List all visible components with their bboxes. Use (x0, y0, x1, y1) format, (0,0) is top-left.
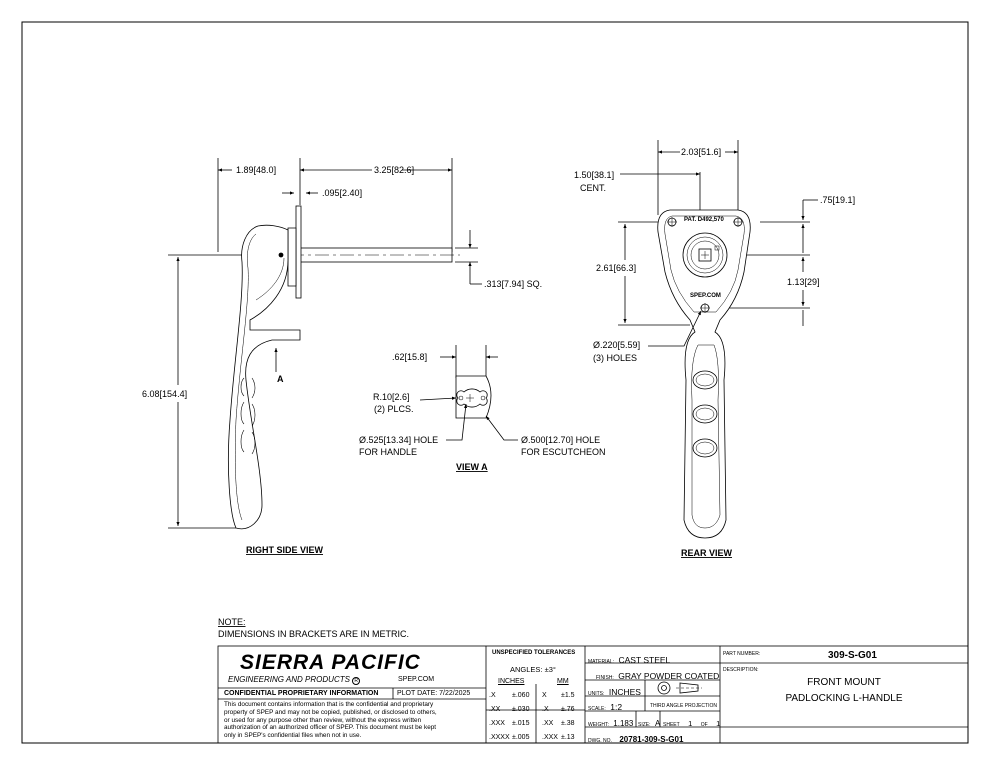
dwg-label: DWG. NO. (588, 738, 612, 744)
plot-date: PLOT DATE: 7/22/2025 (397, 690, 471, 697)
units-value: INCHES (608, 687, 641, 697)
dim-2-03: 2.03[51.6] (681, 147, 721, 157)
tolerances-heading: UNSPECIFIED TOLERANCES (492, 650, 576, 656)
company-subtitle-text: ENGINEERING AND PRODUCTS (228, 675, 350, 684)
dim-1-50-note: CENT. (580, 183, 606, 193)
rear-view (618, 140, 818, 539)
sheet-label: SHEET (663, 722, 680, 728)
rear-view-text: 2.03[51.6] 1.50[38.1] CENT. .75[19.1] 2.… (574, 147, 855, 558)
material-label: MATERIAL: (588, 659, 615, 665)
note-text: DIMENSIONS IN BRACKETS ARE IN METRIC. (218, 629, 409, 639)
right-side-view-title: RIGHT SIDE VIEW (246, 545, 324, 555)
scale-field: SCALE: 1:2 (588, 697, 622, 715)
view-a (419, 345, 518, 441)
size-field: SIZE: A (638, 713, 660, 731)
dim-1-50: 1.50[38.1] (574, 170, 614, 180)
hole-0-220: Ø.220[5.59] (593, 340, 640, 350)
tolerance-row: .XX±.030.X±.76 (489, 706, 575, 713)
weight-field: WEIGHT: 1.183 (588, 713, 633, 731)
confidential-text: This document contains information that … (224, 701, 486, 740)
of-label: OF (700, 722, 708, 728)
dim-3-25: 3.25[82.6] (374, 165, 414, 175)
finish-field: FINISH: GRAY POWDER COATED (596, 666, 719, 684)
drawing-number-field: DWG. NO. 20781-309-S-G01 (588, 729, 683, 747)
hole-handle-note: FOR HANDLE (359, 447, 417, 457)
right-side-view (168, 158, 482, 530)
radius-note: (2) PLCS. (374, 404, 414, 414)
dim-1-89: 1.89[48.0] (236, 165, 276, 175)
part-number-label: PART NUMBER: (723, 651, 761, 657)
title-block-lines (217, 645, 969, 744)
confidential-line: This document contains information that … (224, 701, 434, 708)
view-a-title: VIEW A (456, 462, 488, 472)
note-heading: NOTE: (218, 617, 246, 627)
description-line-2: PADLOCKING L-HANDLE (785, 693, 903, 704)
brand-mark: SPEP.COM (690, 293, 721, 299)
projection-label: THIRD ANGLE PROJECTION (650, 703, 717, 709)
weight-label: WEIGHT: (588, 722, 609, 728)
sheet-value: 1 (688, 719, 693, 728)
note: NOTE: DIMENSIONS IN BRACKETS ARE IN METR… (218, 617, 409, 639)
hole-0-220-note: (3) HOLES (593, 353, 637, 363)
units-field: UNITS: INCHES (588, 682, 641, 700)
size-value: A (654, 719, 661, 728)
company-website: SPEP.COM (398, 676, 435, 683)
dwg-number: 20781-309-S-G01 (619, 735, 684, 744)
hole-handle: Ø.525[13.34] HOLE (359, 435, 438, 445)
description-label: DESCRIPTION: (723, 667, 759, 673)
view-a-text: .62[15.8] R.10[2.6] (2) PLCS. Ø.525[13.3… (359, 352, 606, 472)
sheet-field: SHEET 1 OF 1 (663, 713, 720, 731)
hole-escutcheon: Ø.500[12.70] HOLE (521, 435, 600, 445)
confidential-line: property of SPEP and may not be copied, … (224, 708, 437, 716)
right-side-dim-text: 1.89[48.0] 3.25[82.6] .095[2.40] .313[7.… (142, 165, 542, 555)
dim-0-62: .62[15.8] (392, 352, 427, 362)
scale-label: SCALE: (588, 706, 606, 712)
confidential-line: only in SPEP's confidential files when n… (224, 732, 362, 740)
rear-view-title: REAR VIEW (681, 548, 733, 558)
material-field: MATERIAL: CAST STEEL (588, 650, 670, 668)
material-value: CAST STEEL (618, 655, 671, 665)
finish-value: GRAY POWDER COATED (618, 671, 720, 681)
tolerance-row: .XXX±.015.XX±.38 (489, 720, 575, 727)
size-label: SIZE: (638, 722, 651, 728)
radius-r10: R.10[2.6] (373, 392, 410, 402)
tolerance-row: .XXXX±.005.XXX±.13 (489, 734, 575, 741)
dim-6-08: 6.08[154.4] (142, 389, 187, 399)
tolerances-mm-header: MM (557, 678, 569, 685)
dim-0-313: .313[7.94] SQ. (484, 279, 542, 289)
scale-value: 1:2 (610, 702, 623, 712)
hole-escutcheon-note: FOR ESCUTCHEON (521, 447, 606, 457)
dim-0-75: .75[19.1] (820, 195, 855, 205)
dim-1-13: 1.13[29] (787, 277, 820, 287)
of-value: 1 (716, 719, 721, 728)
company-subtitle: ENGINEERING AND PRODUCTS R (228, 675, 361, 685)
section-marker-a: A (277, 374, 284, 384)
dim-0-095: .095[2.40] (322, 188, 362, 198)
company-name: SIERRA PACIFIC (240, 651, 421, 674)
dim-2-61: 2.61[66.3] (596, 263, 636, 273)
patent-mark: PAT. D492,570 (684, 217, 724, 223)
confidential-line: or used for any purpose other than revie… (224, 716, 422, 724)
description-line-1: FRONT MOUNT (807, 677, 881, 688)
registered-mark-icon: R (352, 677, 361, 685)
weight-value: 1.183 (613, 719, 634, 728)
finish-label: FINISH: (596, 675, 614, 681)
confidential-line: authorization of an authorized officer o… (224, 724, 437, 732)
sheet-border (21, 21, 969, 744)
part-number-value: 309-S-G01 (828, 650, 877, 661)
tolerances-inches-header: INCHES (498, 678, 525, 685)
confidential-heading: CONFIDENTIAL PROPRIETARY INFORMATION (224, 690, 379, 697)
units-label: UNITS: (588, 691, 605, 697)
tolerances-angles: ANGLES: ±3° (510, 665, 556, 674)
